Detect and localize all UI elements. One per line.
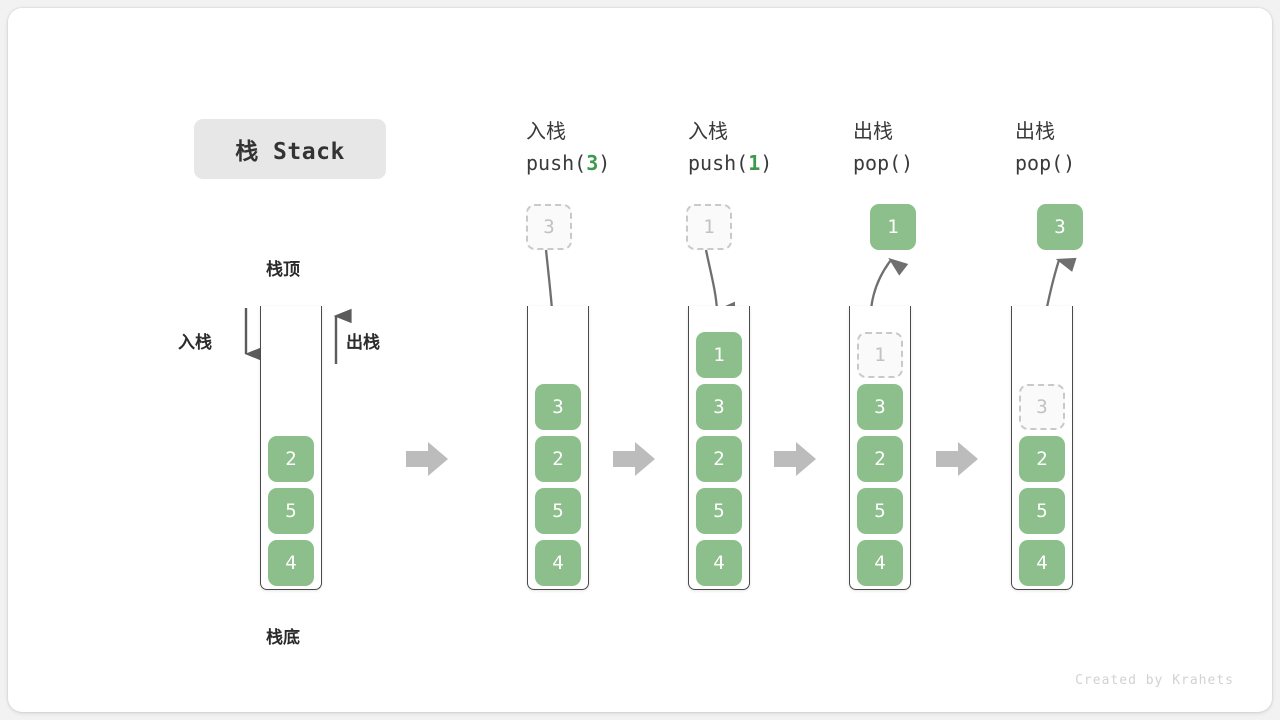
stack-cell: 4 xyxy=(268,540,314,586)
stack-cell: 5 xyxy=(268,488,314,534)
operation-caption-push-3: 入栈 push(3) xyxy=(526,116,610,179)
stack-cell: 5 xyxy=(1019,488,1065,534)
step-arrow-icon xyxy=(774,442,816,476)
operation-code-prefix: pop( xyxy=(853,151,902,175)
stack-cell: 4 xyxy=(1019,540,1065,586)
stack-container-pop-3: 3 2 5 4 xyxy=(1011,306,1073,590)
vacated-slot-ghost: 3 xyxy=(1019,384,1065,430)
stack-cell: 2 xyxy=(696,436,742,482)
vacated-slot-ghost: 1 xyxy=(857,332,903,378)
popped-element: 3 xyxy=(1037,204,1083,250)
diagram-title-badge: 栈 Stack xyxy=(194,119,386,179)
popped-element: 1 xyxy=(870,204,916,250)
pop-direction-arrow xyxy=(333,308,352,364)
operation-caption-push-1: 入栈 push(1) xyxy=(688,116,772,179)
stack-top-label: 栈顶 xyxy=(266,260,300,279)
stack-cell: 2 xyxy=(1019,436,1065,482)
stack-container-initial: 2 5 4 xyxy=(260,306,322,590)
stack-container-push-3: 3 2 5 4 xyxy=(527,306,589,590)
operation-code-prefix: pop( xyxy=(1015,151,1064,175)
operation-code-prefix: push( xyxy=(688,151,749,175)
operation-cn-label: 出栈 xyxy=(1015,121,1055,143)
stack-cell: 2 xyxy=(857,436,903,482)
push-side-label: 入栈 xyxy=(178,333,212,352)
stack-cell: 3 xyxy=(696,384,742,430)
stack-cell: 2 xyxy=(535,436,581,482)
stack-cell: 1 xyxy=(696,332,742,378)
stack-cell: 4 xyxy=(535,540,581,586)
stack-cell: 4 xyxy=(857,540,903,586)
operation-caption-pop-1: 出栈 pop() xyxy=(853,116,913,179)
operation-cn-label: 出栈 xyxy=(853,121,893,143)
watermark: Created by Krahets xyxy=(1075,673,1234,688)
diagram-canvas: 栈 Stack 栈顶 入栈 出栈 2 5 4 xyxy=(8,8,1272,712)
stack-bottom-label: 栈底 xyxy=(266,628,300,647)
stack-cell: 5 xyxy=(696,488,742,534)
stack-container-push-1: 1 3 2 5 4 xyxy=(688,306,750,590)
operation-cn-label: 入栈 xyxy=(688,121,728,143)
step-arrow-icon xyxy=(936,442,978,476)
operation-code-value: 1 xyxy=(748,151,761,175)
pop-side-label: 出栈 xyxy=(346,333,380,352)
stack-cell: 3 xyxy=(857,384,903,430)
stack-cell: 3 xyxy=(535,384,581,430)
push-direction-arrow xyxy=(244,308,263,362)
operation-code-suffix: ) xyxy=(1063,151,1076,175)
step-arrow-icon xyxy=(406,442,448,476)
stack-container-pop-1: 1 3 2 5 4 xyxy=(849,306,911,590)
push-motion-arrow xyxy=(704,249,736,317)
incoming-element-ghost: 3 xyxy=(526,204,572,250)
operation-caption-pop-3: 出栈 pop() xyxy=(1015,116,1075,179)
operation-code-suffix: ) xyxy=(901,151,914,175)
operation-code-suffix: ) xyxy=(598,151,611,175)
stack-cell: 2 xyxy=(268,436,314,482)
operation-code-prefix: push( xyxy=(526,151,587,175)
incoming-element-ghost: 1 xyxy=(686,204,732,250)
operation-cn-label: 入栈 xyxy=(526,121,566,143)
operation-code-value: 3 xyxy=(586,151,599,175)
operation-code-suffix: ) xyxy=(760,151,773,175)
stack-cell: 4 xyxy=(696,540,742,586)
stack-cell: 5 xyxy=(535,488,581,534)
page-title: 栈 Stack xyxy=(235,139,345,165)
stack-cell: 5 xyxy=(857,488,903,534)
step-arrow-icon xyxy=(613,442,655,476)
